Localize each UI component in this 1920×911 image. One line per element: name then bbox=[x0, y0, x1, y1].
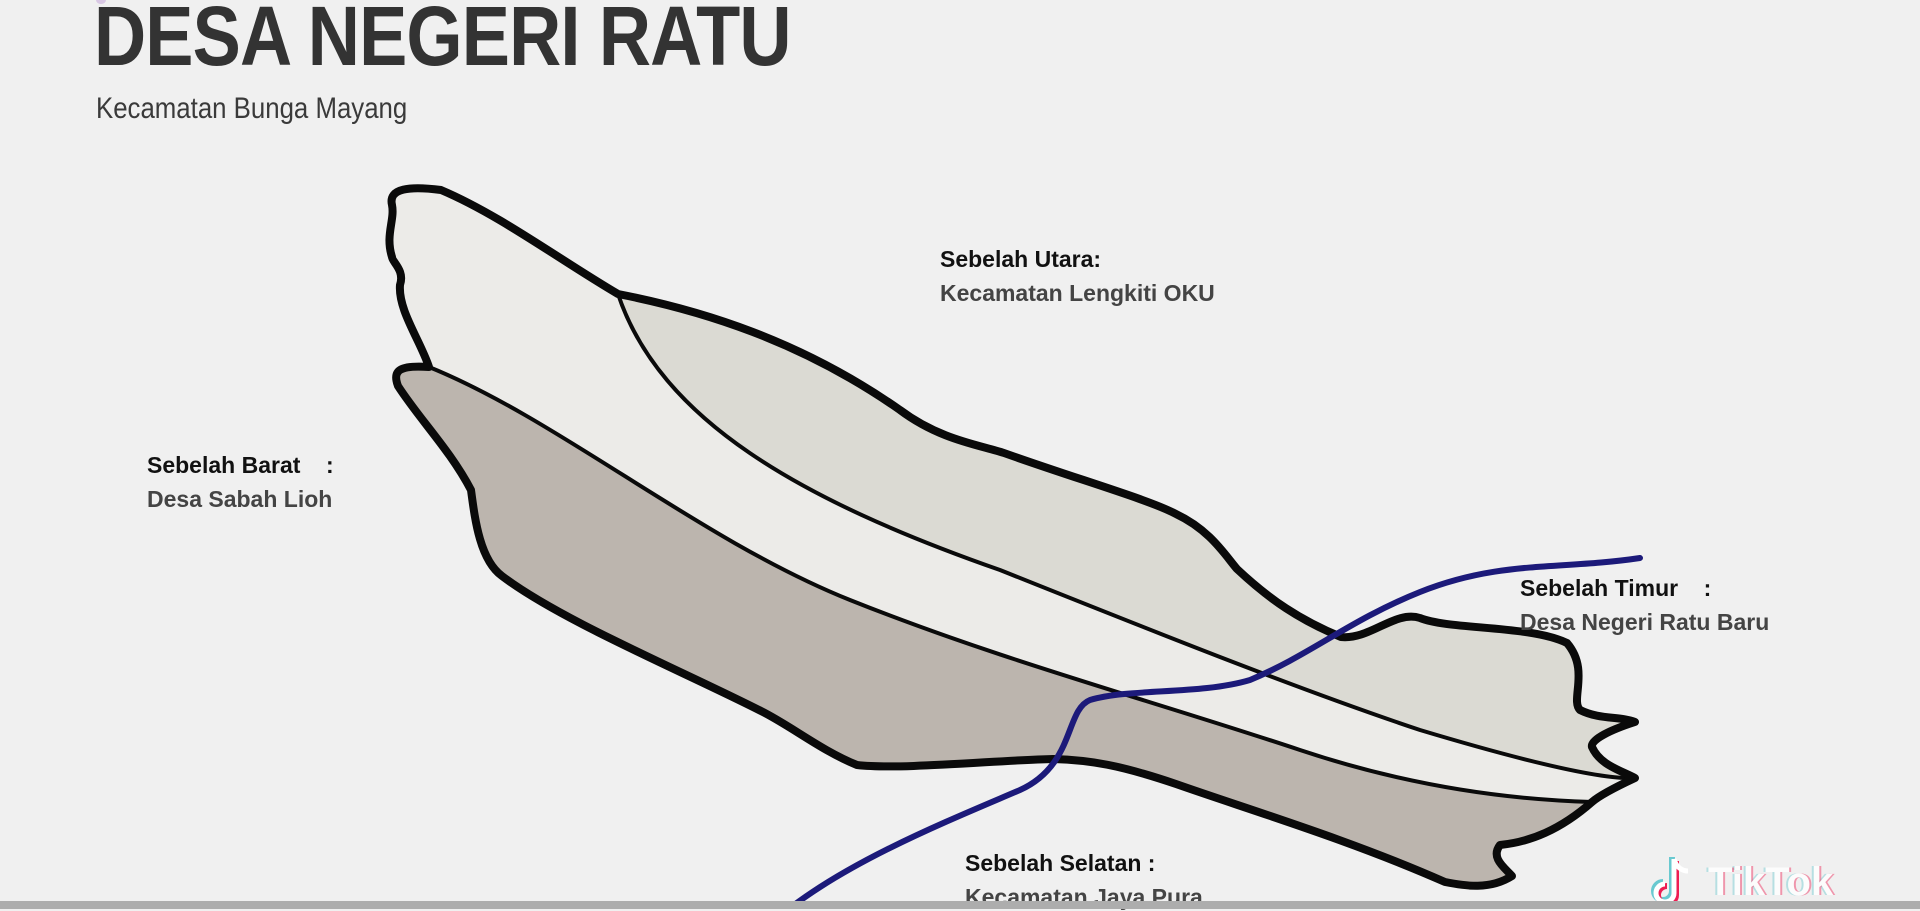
east-boundary-label: Sebelah Timur : Desa Negeri Ratu Baru bbox=[1520, 575, 1769, 636]
page-title: DESA NEGERI RATU bbox=[94, 0, 792, 83]
north-boundary-label: Sebelah Utara: Kecamatan Lengkiti OKU bbox=[940, 246, 1215, 307]
north-zone bbox=[618, 280, 1635, 790]
north-heading: Sebelah Utara: bbox=[940, 246, 1102, 272]
page-subtitle: Kecamatan Bunga Mayang bbox=[96, 92, 408, 125]
north-inner-boundary bbox=[616, 293, 1636, 781]
west-value: Desa Sabah Lioh bbox=[147, 485, 333, 512]
south-heading: Sebelah Selatan : bbox=[965, 850, 1156, 876]
village-outline bbox=[385, 184, 1639, 890]
cursor-dot bbox=[96, 0, 106, 4]
bottom-bar bbox=[0, 901, 1920, 909]
tiktok-text: TikTok bbox=[1708, 859, 1834, 904]
west-boundary-label: Sebelah Barat : Desa Sabah Lioh bbox=[147, 452, 334, 513]
west-heading: Sebelah Barat : bbox=[147, 452, 334, 478]
tiktok-watermark: TikTok bbox=[1648, 855, 1833, 909]
east-heading: Sebelah Timur : bbox=[1520, 575, 1712, 601]
east-value: Desa Negeri Ratu Baru bbox=[1520, 608, 1770, 635]
river-line bbox=[783, 555, 1643, 909]
south-inner-boundary bbox=[428, 365, 1593, 804]
north-value: Kecamatan Lengkiti OKU bbox=[940, 279, 1215, 306]
